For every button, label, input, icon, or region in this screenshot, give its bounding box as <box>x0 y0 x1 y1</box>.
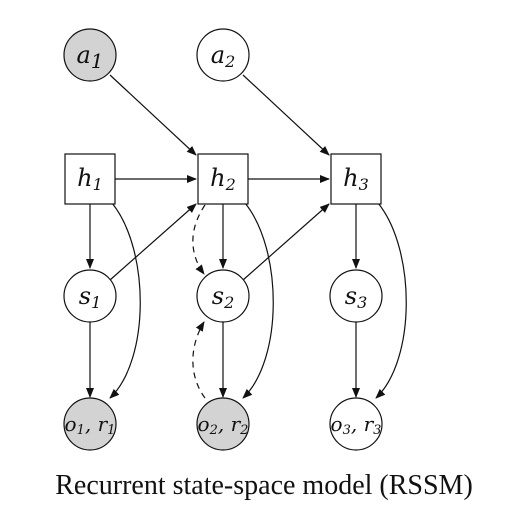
node-s3-label: s3 <box>345 282 368 312</box>
node-h2: h2 <box>197 153 249 205</box>
edge-a1-h2 <box>109 74 197 156</box>
edge-h2-s2-dashed <box>192 204 206 275</box>
node-a1: a1 <box>63 28 117 82</box>
node-s3: s3 <box>329 269 383 323</box>
diagram-caption: Recurrent state-space model (RSSM) <box>55 470 473 501</box>
node-s1-label: s1 <box>79 282 102 312</box>
edge-a2-h3 <box>242 74 330 156</box>
edge-o2-s2-dashed <box>192 321 206 399</box>
edge-h2-o2 <box>242 202 274 399</box>
node-h2-label: h2 <box>210 164 236 194</box>
rssm-diagram: a1 a2 h1 h2 h3 s1 s2 <box>63 28 407 451</box>
node-o2-r2: o2, r2 <box>196 397 250 451</box>
node-h1: h1 <box>64 153 116 205</box>
node-o2-r2-label: o2, r2 <box>198 412 249 438</box>
node-s2: s2 <box>196 269 250 323</box>
node-s2-label: s2 <box>212 282 235 312</box>
node-o3-r3-label: o3, r3 <box>331 412 382 438</box>
edges <box>86 74 407 399</box>
node-h3: h3 <box>330 153 382 205</box>
node-h1-label: h1 <box>77 164 103 194</box>
edge-h3-o3 <box>375 202 407 399</box>
edge-h1-o1 <box>109 202 141 399</box>
node-s1: s1 <box>63 269 117 323</box>
edge-s1-h2 <box>109 203 197 281</box>
edge-s2-h3 <box>242 203 330 281</box>
node-a1-label: a1 <box>76 41 103 73</box>
node-a2-label: a2 <box>211 41 236 71</box>
node-o3-r3: o3, r3 <box>329 397 383 451</box>
node-h3-label: h3 <box>343 164 369 194</box>
node-a2: a2 <box>196 28 250 82</box>
node-o1-r1: o1, r1 <box>63 397 117 451</box>
node-o1-r1-label: o1, r1 <box>65 412 116 438</box>
